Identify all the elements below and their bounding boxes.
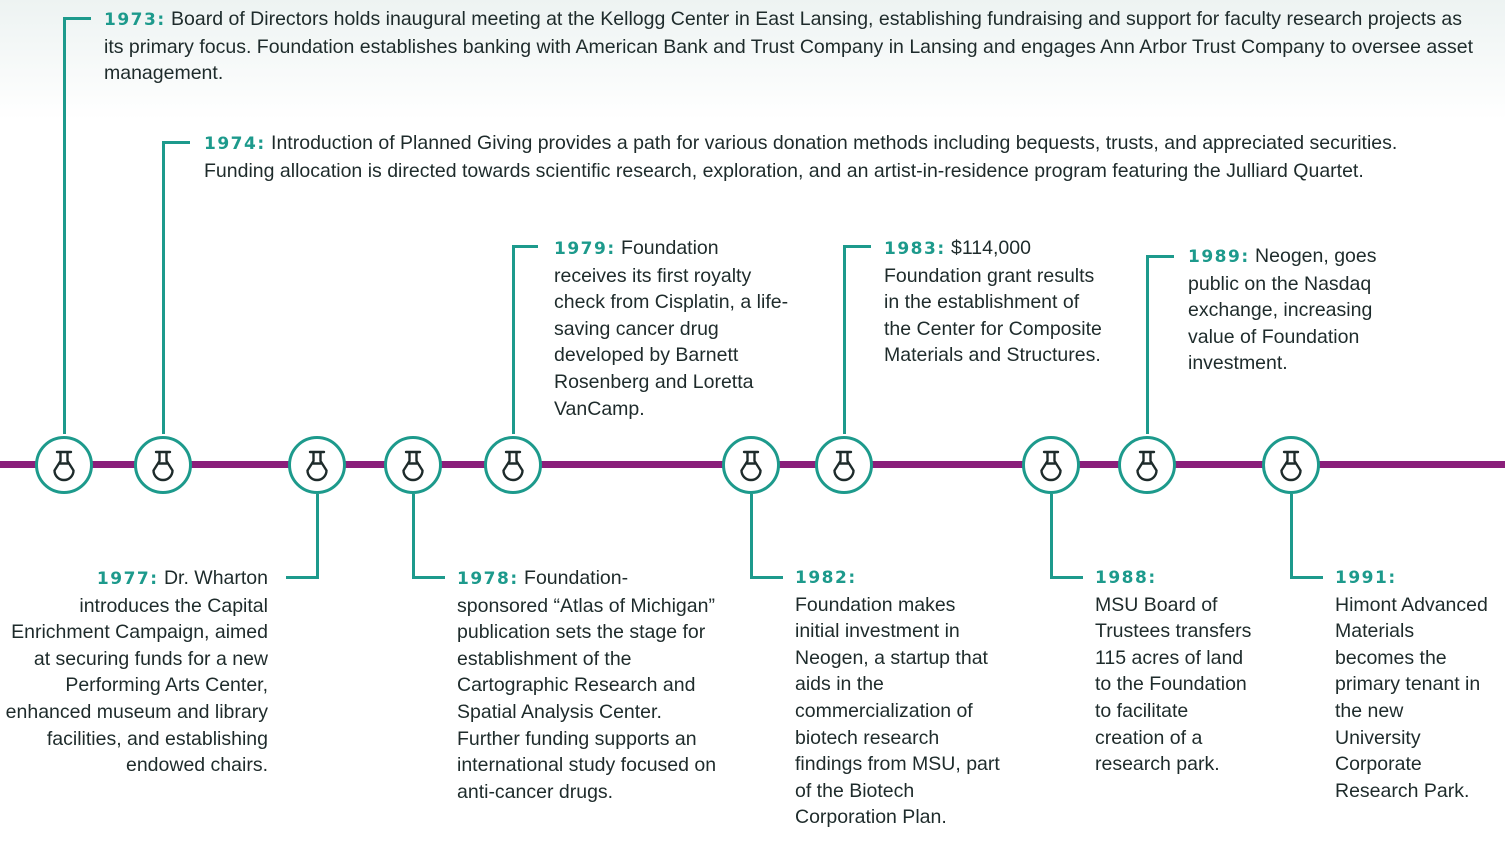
connector-1982 — [750, 494, 753, 578]
top-background — [0, 0, 1505, 120]
event-description: Foundation receives its first royalty ch… — [554, 237, 789, 420]
connector-1988 — [1050, 494, 1053, 578]
event-year: 1982: — [795, 568, 857, 588]
event-description: Himont Advanced Materials becomes the pr… — [1335, 593, 1488, 802]
flask-icon — [53, 450, 75, 482]
event-year: 1974: — [204, 134, 266, 154]
event-description: Board of Directors holds inaugural meeti… — [104, 8, 1474, 85]
flask-icon — [402, 450, 424, 482]
event-year: 1978: — [457, 569, 519, 589]
flask-icon — [306, 450, 328, 482]
flask-icon — [152, 450, 174, 482]
timeline-node-1991 — [1262, 436, 1320, 494]
flask-icon — [740, 450, 762, 482]
connector-1979-tick — [512, 245, 538, 248]
event-year: 1988: — [1095, 568, 1157, 588]
connector-1977 — [316, 494, 319, 578]
connector-1991 — [1290, 494, 1293, 578]
event-year: 1991: — [1335, 568, 1397, 588]
event-description: $114,000 Foundation grant results in the… — [884, 237, 1102, 367]
connector-1974 — [162, 142, 165, 434]
event-description: Neogen, goes public on the Nasdaq exchan… — [1188, 245, 1377, 375]
connector-1974-tick — [162, 141, 190, 144]
connector-1988-tick — [1050, 576, 1083, 579]
event-1979: 1979: Foundation receives its first roya… — [554, 235, 792, 422]
event-1989: 1989: Neogen, goes public on the Nasdaq … — [1188, 243, 1388, 377]
connector-1989-tick — [1146, 255, 1174, 258]
event-description: MSU Board of Trustees transfers 115 acre… — [1095, 593, 1252, 776]
connector-1991-tick — [1290, 576, 1323, 579]
event-1988: 1988: MSU Board of Trustees transfers 11… — [1095, 565, 1257, 778]
event-year: 1989: — [1188, 247, 1250, 267]
connector-1979 — [512, 246, 515, 434]
event-1973: 1973: Board of Directors holds inaugural… — [104, 6, 1474, 87]
timeline-node-1982 — [722, 436, 780, 494]
flask-icon — [1136, 450, 1158, 482]
connector-1977-tick — [286, 576, 319, 579]
event-year: 1979: — [554, 239, 616, 259]
connector-1983 — [843, 246, 846, 434]
connector-1973-tick — [63, 17, 91, 20]
event-1978: 1978: Foundation-sponsored “Atlas of Mic… — [457, 565, 719, 805]
event-description: Introduction of Planned Giving provides … — [204, 132, 1398, 182]
timeline-node-1989 — [1118, 436, 1176, 494]
connector-1983-tick — [843, 245, 871, 248]
timeline-node-1988 — [1022, 436, 1080, 494]
event-description: Foundation-sponsored “Atlas of Michigan”… — [457, 567, 717, 803]
timeline-node-1979 — [484, 436, 542, 494]
connector-1982-tick — [750, 576, 783, 579]
connector-1978 — [412, 494, 415, 578]
event-year: 1983: — [884, 239, 946, 259]
event-description: Foundation makes initial investment in N… — [795, 593, 1000, 829]
event-year: 1977: — [96, 569, 159, 589]
event-year: 1973: — [104, 10, 166, 30]
flask-icon — [502, 450, 524, 482]
event-1977: 1977: Dr. Wharton introduces the Capital… — [4, 565, 268, 779]
connector-1978-tick — [412, 576, 445, 579]
flask-icon — [1280, 450, 1302, 482]
flask-icon — [833, 450, 855, 482]
timeline-node-1974 — [134, 436, 192, 494]
event-description: Dr. Wharton introduces the Capital Enric… — [5, 567, 268, 777]
connector-1973 — [63, 18, 66, 434]
timeline-node-1983 — [815, 436, 873, 494]
event-1983: 1983: $114,000 Foundation grant results … — [884, 235, 1108, 369]
timeline-node-1978 — [384, 436, 442, 494]
connector-1989 — [1146, 256, 1149, 434]
timeline-node-1977 — [288, 436, 346, 494]
flask-icon — [1040, 450, 1062, 482]
timeline-node-1973 — [35, 436, 93, 494]
event-1982: 1982: Foundation makes initial investmen… — [795, 565, 1003, 831]
event-1974: 1974: Introduction of Planned Giving pro… — [204, 130, 1434, 184]
event-1991: 1991: Himont Advanced Materials becomes … — [1335, 565, 1491, 804]
